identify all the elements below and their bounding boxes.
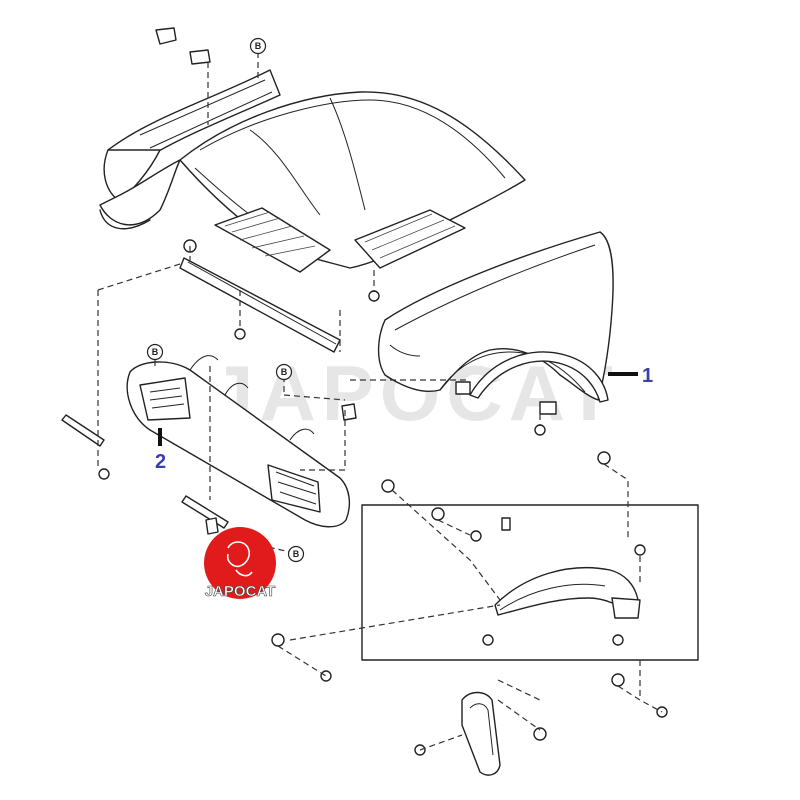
logo-cat-icon [226, 541, 253, 577]
front-grille-part-2 [126, 355, 351, 528]
bolt-mark-2: B [146, 343, 164, 361]
callout-number-1: 1 [642, 365, 653, 387]
japocat-logo: JAPOCAT [204, 527, 276, 600]
grille-support-bar [179, 257, 341, 353]
logo-red-circle [204, 527, 276, 599]
fasteners [98, 27, 668, 756]
mud-flap [461, 691, 501, 776]
svg-text:B: B [281, 367, 288, 377]
logo-text: JAPOCAT [205, 583, 276, 600]
bolt-mark-1: B [249, 37, 267, 55]
fender-flare-part-1 [469, 351, 609, 403]
hood [179, 91, 526, 273]
svg-text:B: B [152, 347, 159, 357]
detail-inset [361, 504, 699, 661]
bolt-mark-3: B [275, 363, 293, 381]
lower-bracket [181, 495, 229, 529]
svg-text:B: B [255, 41, 262, 51]
svg-text:B: B [293, 549, 300, 559]
left-bracket [61, 414, 105, 447]
left-fender [99, 209, 151, 230]
cowl-panel [99, 69, 281, 226]
callout-number-2: 2 [155, 451, 166, 473]
bolt-mark-4: B [287, 545, 305, 563]
